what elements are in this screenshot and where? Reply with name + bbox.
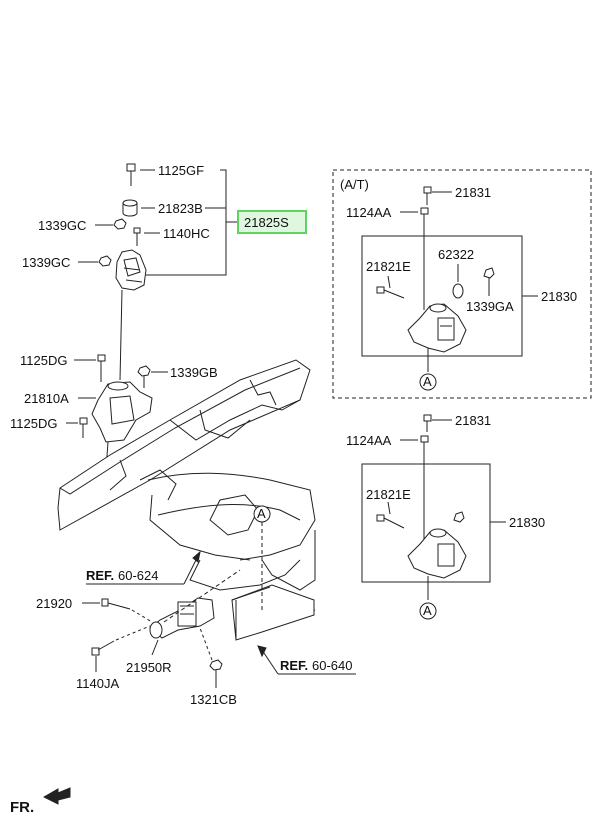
label-1125GF: 1125GF bbox=[158, 163, 204, 178]
nut-1339GC-upper bbox=[95, 218, 127, 230]
label-1321CB: 1321CB bbox=[190, 692, 237, 707]
at-label-21831: 21831 bbox=[455, 185, 491, 200]
nut-1321CB bbox=[199, 627, 223, 688]
mt-label-21830: 21830 bbox=[509, 515, 545, 530]
at-group-box bbox=[332, 169, 592, 399]
ref-60-624-bold: REF. bbox=[86, 568, 114, 583]
ref-60-624-num: 60-624 bbox=[118, 568, 158, 583]
rollrod-21950R bbox=[149, 597, 215, 639]
at-nut-1339GA bbox=[483, 267, 495, 296]
mt-label-1124AA: 1124AA bbox=[346, 433, 392, 448]
label-1140JA: 1140JA bbox=[76, 676, 119, 691]
label-21825S[interactable]: 21825S bbox=[244, 215, 289, 230]
mt-label-21821E: 21821E bbox=[366, 487, 411, 502]
bolt-1140JA bbox=[91, 625, 151, 672]
bushing-21823B bbox=[122, 199, 155, 217]
bolt-1339GB bbox=[137, 365, 168, 388]
mt-label-21831: 21831 bbox=[455, 413, 491, 428]
label-fr: FR. bbox=[10, 799, 34, 816]
label-21823B: 21823B bbox=[158, 201, 203, 216]
at-label-1339GA: 1339GA bbox=[466, 299, 514, 314]
mount-21810A bbox=[78, 381, 153, 443]
mt-bolt-21821E bbox=[376, 501, 405, 529]
bolt-1125DG-upper bbox=[74, 354, 106, 382]
bolt-21920 bbox=[82, 598, 153, 623]
ref-60-640-num: 60-640 bbox=[312, 658, 352, 673]
ref-60-640-bold: REF. bbox=[280, 658, 308, 673]
bolt-1125DG-lower bbox=[66, 417, 88, 438]
at-circle-a-label: A bbox=[423, 374, 432, 389]
at-bushing-62322 bbox=[452, 264, 464, 299]
highlight-21825S[interactable] bbox=[237, 210, 307, 234]
circle-a-main-label: A bbox=[257, 506, 266, 521]
label-21920: 21920 bbox=[36, 596, 72, 611]
label-1125DG-lower: 1125DG bbox=[10, 416, 57, 431]
mt-mount-21830 bbox=[407, 528, 467, 579]
at-label-21830: 21830 bbox=[541, 289, 577, 304]
label-1140HC: 1140HC bbox=[163, 226, 210, 241]
mt-inner-box bbox=[361, 463, 491, 583]
label-21950R: 21950R bbox=[126, 660, 172, 675]
subframe bbox=[57, 359, 316, 641]
bolt-1125GF bbox=[126, 163, 155, 186]
mt-circle-a-label: A bbox=[423, 603, 432, 618]
at-bolt-21821E bbox=[376, 275, 405, 299]
at-label-1124AA: 1124AA bbox=[346, 205, 392, 220]
at-label-62322: 62322 bbox=[438, 247, 474, 262]
at-label-21821E: 21821E bbox=[366, 259, 411, 274]
bracket-21825S bbox=[115, 249, 147, 291]
label-1339GC-lower: 1339GC bbox=[22, 255, 70, 270]
label-1125DG-upper: 1125DG bbox=[20, 353, 67, 368]
bolt-1140HC bbox=[133, 227, 160, 246]
nut-1339GC-lower bbox=[78, 255, 112, 267]
at-title: (A/T) bbox=[340, 177, 369, 192]
label-21810A: 21810A bbox=[24, 391, 69, 406]
label-1339GB: 1339GB bbox=[170, 365, 218, 380]
front-arrow-icon bbox=[42, 787, 71, 805]
label-1339GC-upper: 1339GC bbox=[38, 218, 86, 233]
at-mount-21830 bbox=[407, 303, 467, 353]
